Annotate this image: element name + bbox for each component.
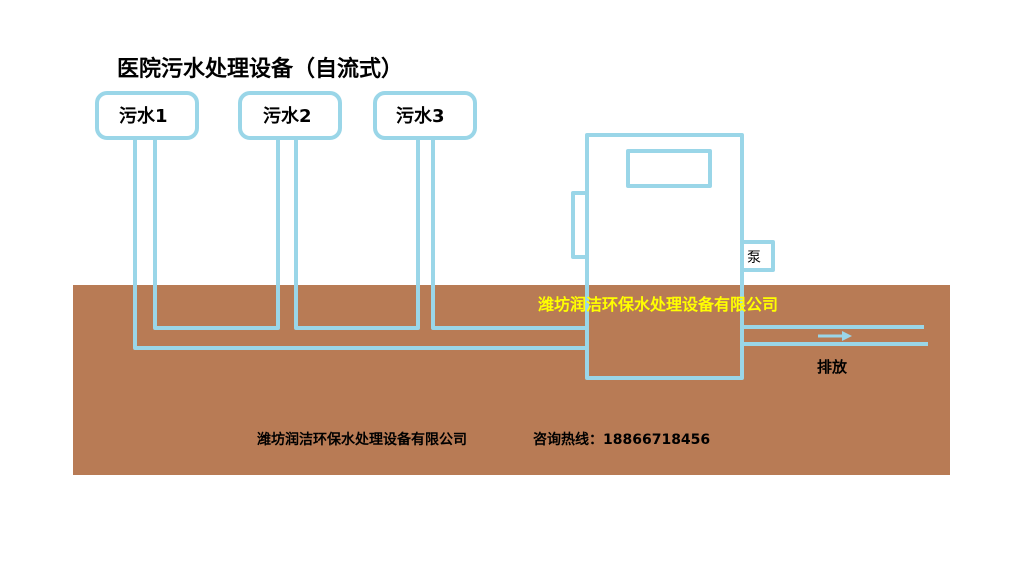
pipe-tank1-inner (153, 138, 280, 330)
flow-arrow-icon (818, 331, 852, 341)
side-handle (571, 191, 589, 259)
footer-company: 潍坊润洁环保水处理设备有限公司 (257, 431, 467, 448)
pipe-tank3-inner (431, 138, 587, 330)
pump-box (740, 240, 775, 272)
pump-label: 泵 (747, 250, 761, 266)
sewage-tank-2 (238, 91, 342, 140)
diagram-title: 医院污水处理设备（自流式） (117, 56, 403, 82)
sewage-tank-1 (95, 91, 199, 140)
sewage-tank-1-label: 污水1 (119, 105, 168, 127)
pipe-tank1-outer (133, 138, 587, 350)
sewage-tank-3 (373, 91, 477, 140)
pipe-tank2-inner (294, 138, 420, 330)
sewage-tank-3-label: 污水3 (396, 105, 445, 127)
sewage-tank-2-label: 污水2 (263, 105, 312, 127)
unit-company-overlay: 潍坊润洁环保水处理设备有限公司 (538, 295, 778, 314)
discharge-label: 排放 (817, 358, 848, 376)
control-panel (626, 149, 712, 188)
ground-area (73, 285, 950, 475)
footer-hotline: 咨询热线：18866718456 (533, 431, 710, 448)
